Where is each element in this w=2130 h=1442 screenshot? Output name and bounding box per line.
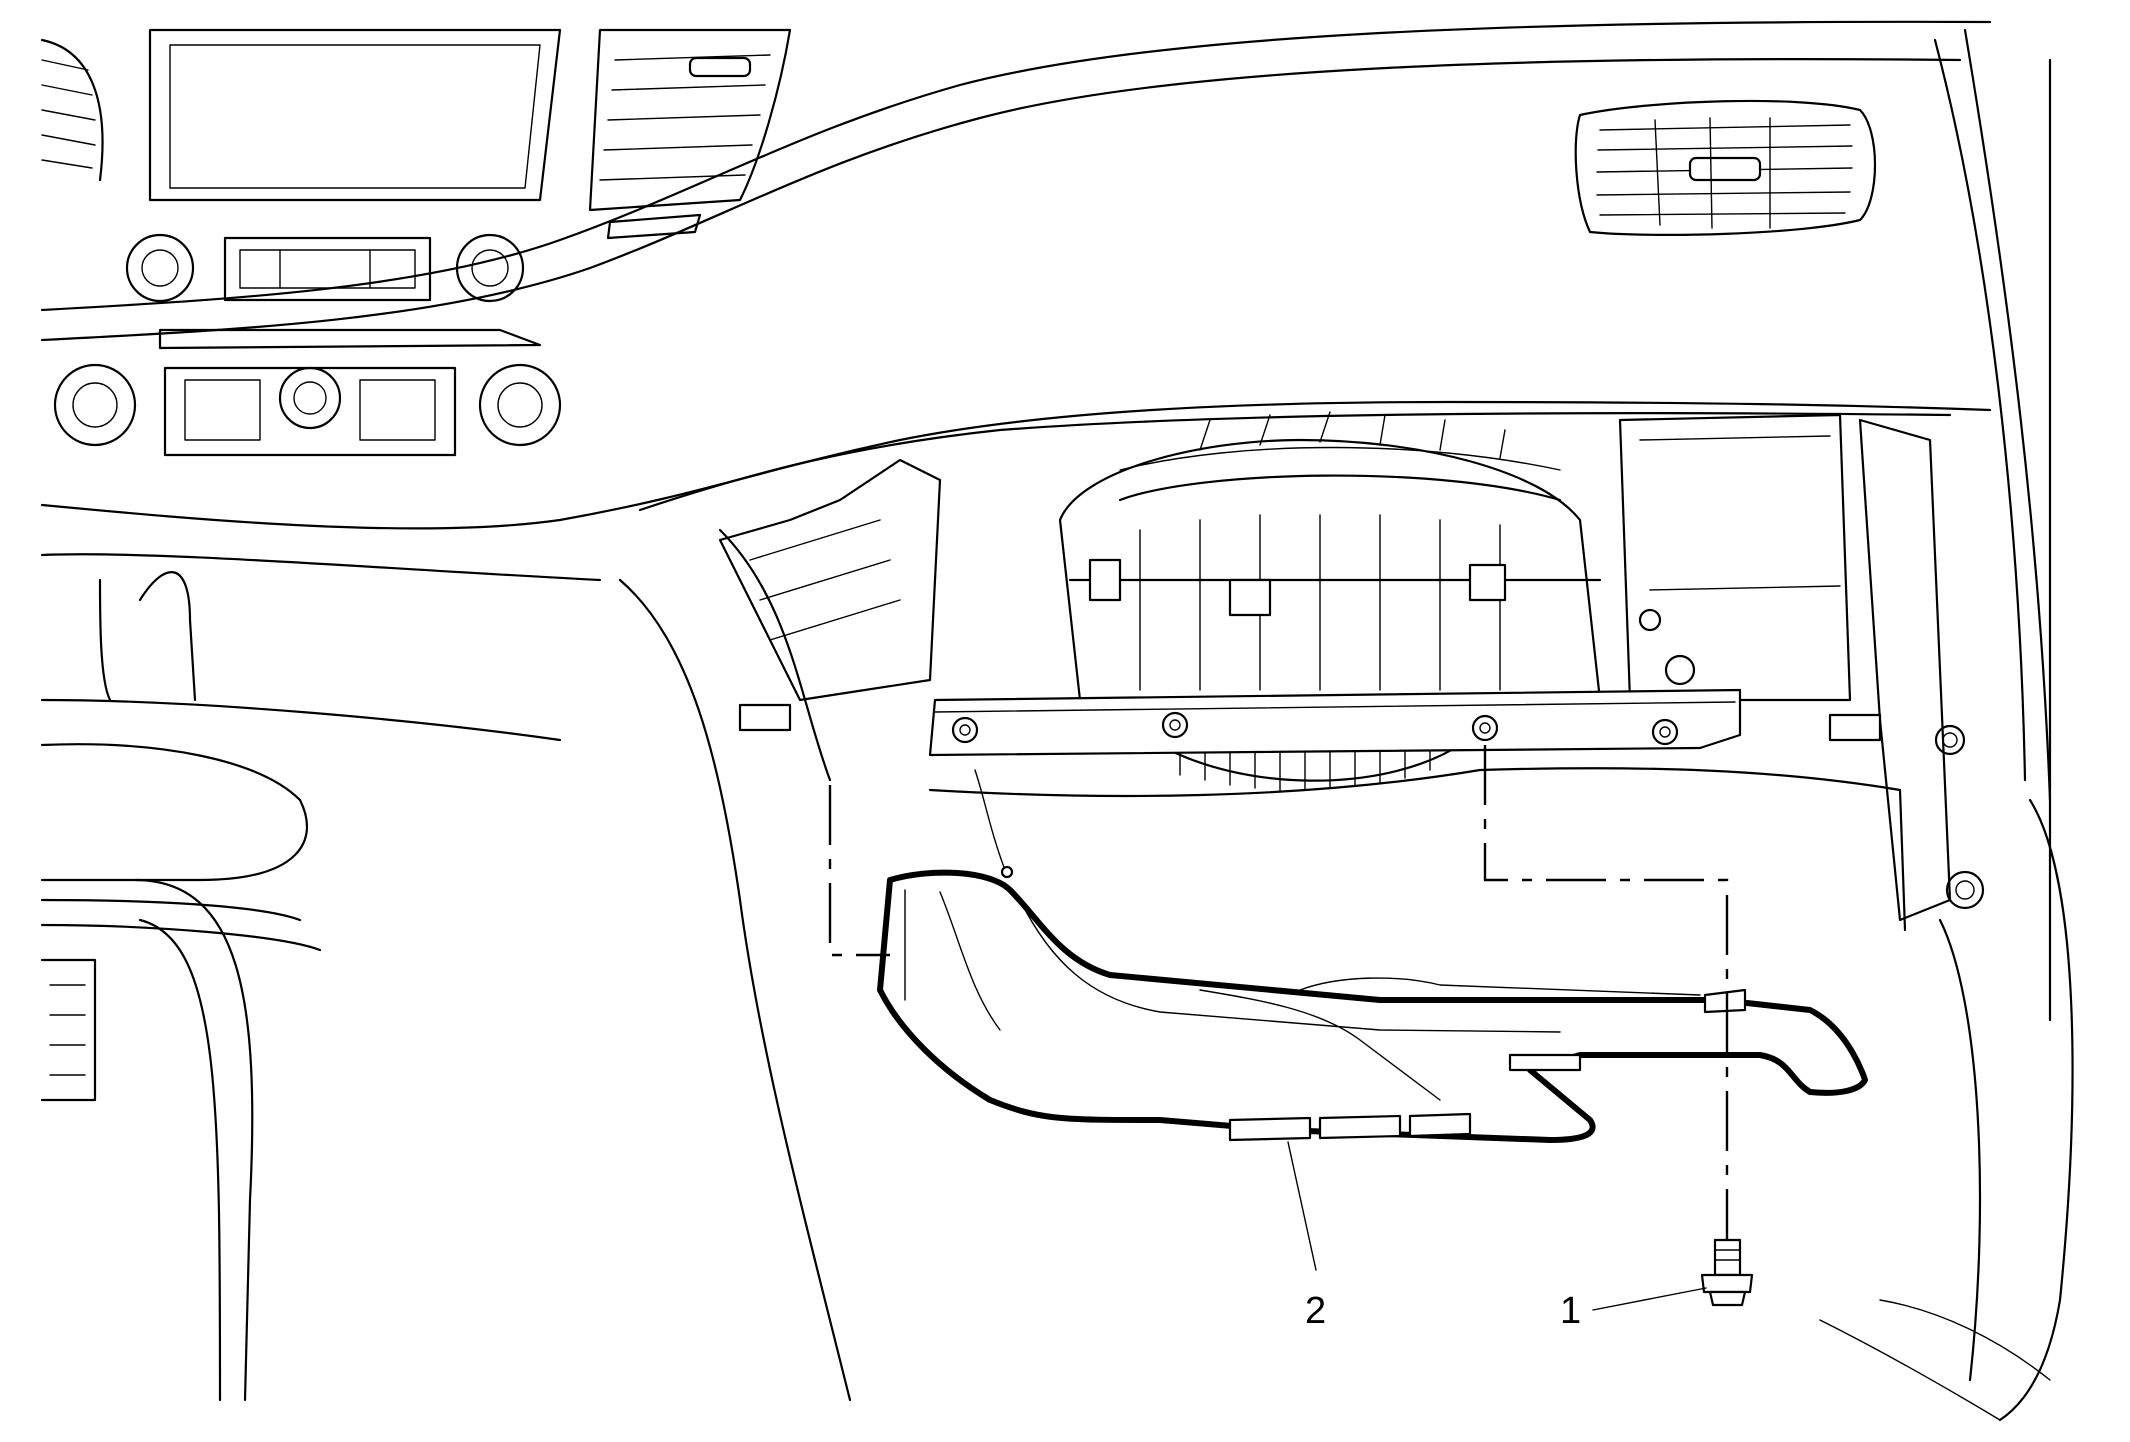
left-bracket bbox=[718, 458, 942, 732]
callout-2-label: 2 bbox=[1305, 1290, 1326, 1332]
passenger-air-vent bbox=[1574, 99, 1877, 236]
right-hvac-module bbox=[1618, 413, 1985, 922]
callout-1-label: 1 bbox=[1560, 1290, 1581, 1332]
callout-1: 1 bbox=[1560, 1287, 1707, 1332]
instrument-panel bbox=[40, 20, 2052, 1022]
lower-dash-edge bbox=[928, 767, 1907, 932]
callout-2: 2 bbox=[1287, 1141, 1326, 1332]
center-air-vent bbox=[588, 28, 792, 240]
center-display bbox=[148, 28, 562, 202]
right-kick-panel bbox=[1819, 798, 2074, 1422]
lower-trim bbox=[133, 528, 852, 1402]
center-console bbox=[40, 553, 602, 1102]
blower-motor-housing bbox=[1058, 411, 1602, 791]
alignment-lines bbox=[828, 745, 1729, 1240]
cross-car-brace bbox=[928, 688, 1742, 757]
floor-air-duct bbox=[877, 869, 1868, 1143]
climate-controls bbox=[53, 233, 562, 457]
left-air-vent bbox=[40, 38, 104, 182]
fastener-bolt bbox=[1700, 1238, 1754, 1307]
